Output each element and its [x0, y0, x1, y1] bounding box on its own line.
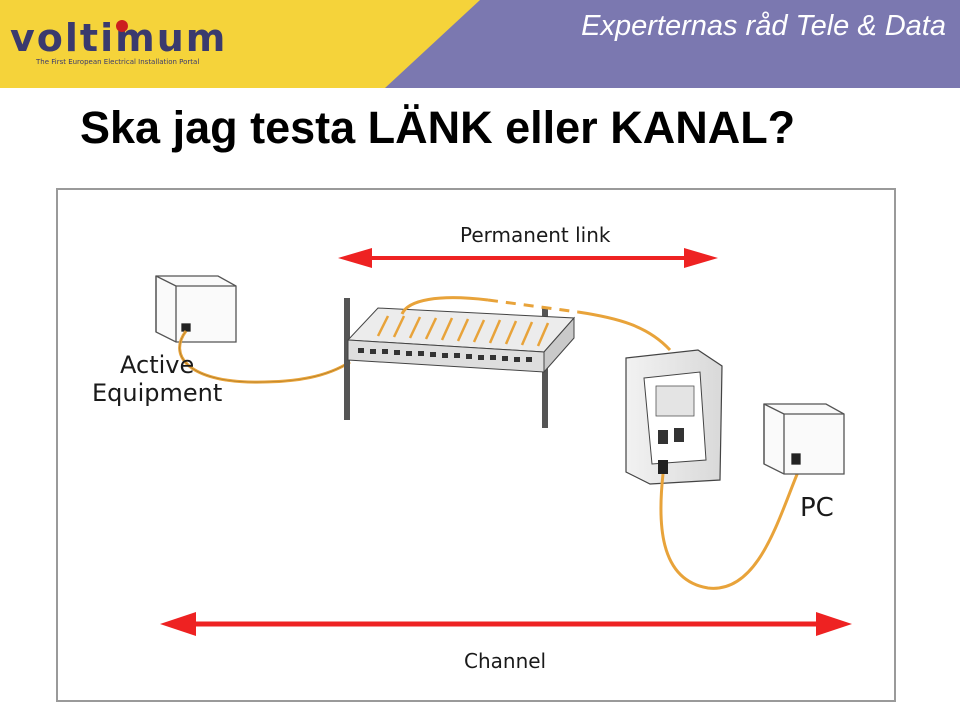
- header-background: [0, 0, 960, 88]
- patch-panel-rack-icon: [344, 298, 576, 428]
- active-equipment-box-icon: [155, 275, 237, 343]
- horizontal-cable: [400, 296, 672, 352]
- permanent-link-arrow: [338, 248, 718, 268]
- active-equipment-label: Active Equipment: [92, 351, 223, 407]
- active-equipment-label-line1: Active: [120, 351, 195, 379]
- channel-arrow: [160, 612, 852, 636]
- logo-dot-icon: [116, 20, 128, 32]
- pc-label: PC: [800, 493, 834, 523]
- header-title: Experternas råd Tele & Data: [581, 10, 946, 42]
- slide-title: Ska jag testa LÄNK eller KANAL?: [80, 102, 796, 153]
- logo-tagline: The First European Electrical Installati…: [36, 58, 200, 66]
- channel-label: Channel: [464, 649, 547, 673]
- pc-box-icon: [763, 403, 845, 475]
- cabling-diagram: Permanent link Active Equipment PC Chann…: [56, 188, 896, 702]
- patch-cable-pc: [659, 471, 800, 590]
- active-equipment-label-line2: Equipment: [92, 378, 223, 407]
- diagram-drawing: [155, 248, 852, 636]
- wall-outlet-icon: [625, 349, 723, 485]
- permanent-link-label: Permanent link: [460, 223, 611, 247]
- voltimum-logo: voltimum The First European Electrical I…: [10, 18, 225, 74]
- slide-header: voltimum The First European Electrical I…: [0, 0, 960, 88]
